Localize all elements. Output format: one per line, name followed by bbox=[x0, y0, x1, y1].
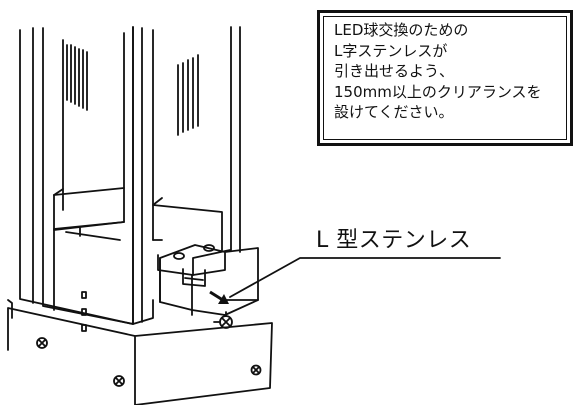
right-panel bbox=[132, 26, 154, 325]
clearance-note-inner: LED球交換のための L字ステンレスが 引き出せるよう、 150mm以上のクリア… bbox=[323, 16, 567, 140]
left-vent-slots bbox=[66, 44, 88, 111]
note-line-1: LED球交換のための bbox=[334, 21, 469, 39]
note-line-5: 設けてください。 bbox=[334, 103, 454, 122]
note-line-2: L字ステンレスが bbox=[334, 41, 448, 60]
l-bracket-label: L 型ステンレス bbox=[316, 228, 472, 253]
note-line-4: 150mm以上のクリアランスを bbox=[334, 82, 542, 101]
right-vent-slots bbox=[177, 54, 199, 136]
pull-arrow bbox=[209, 290, 229, 304]
callout-leader bbox=[229, 257, 501, 298]
clearance-note-box: LED球交換のための L字ステンレスが 引き出せるよう、 150mm以上のクリア… bbox=[317, 10, 573, 146]
base-plinth bbox=[7, 307, 273, 405]
note-line-3: 引き出せるよう、 bbox=[334, 62, 455, 81]
left-panel bbox=[19, 26, 134, 325]
